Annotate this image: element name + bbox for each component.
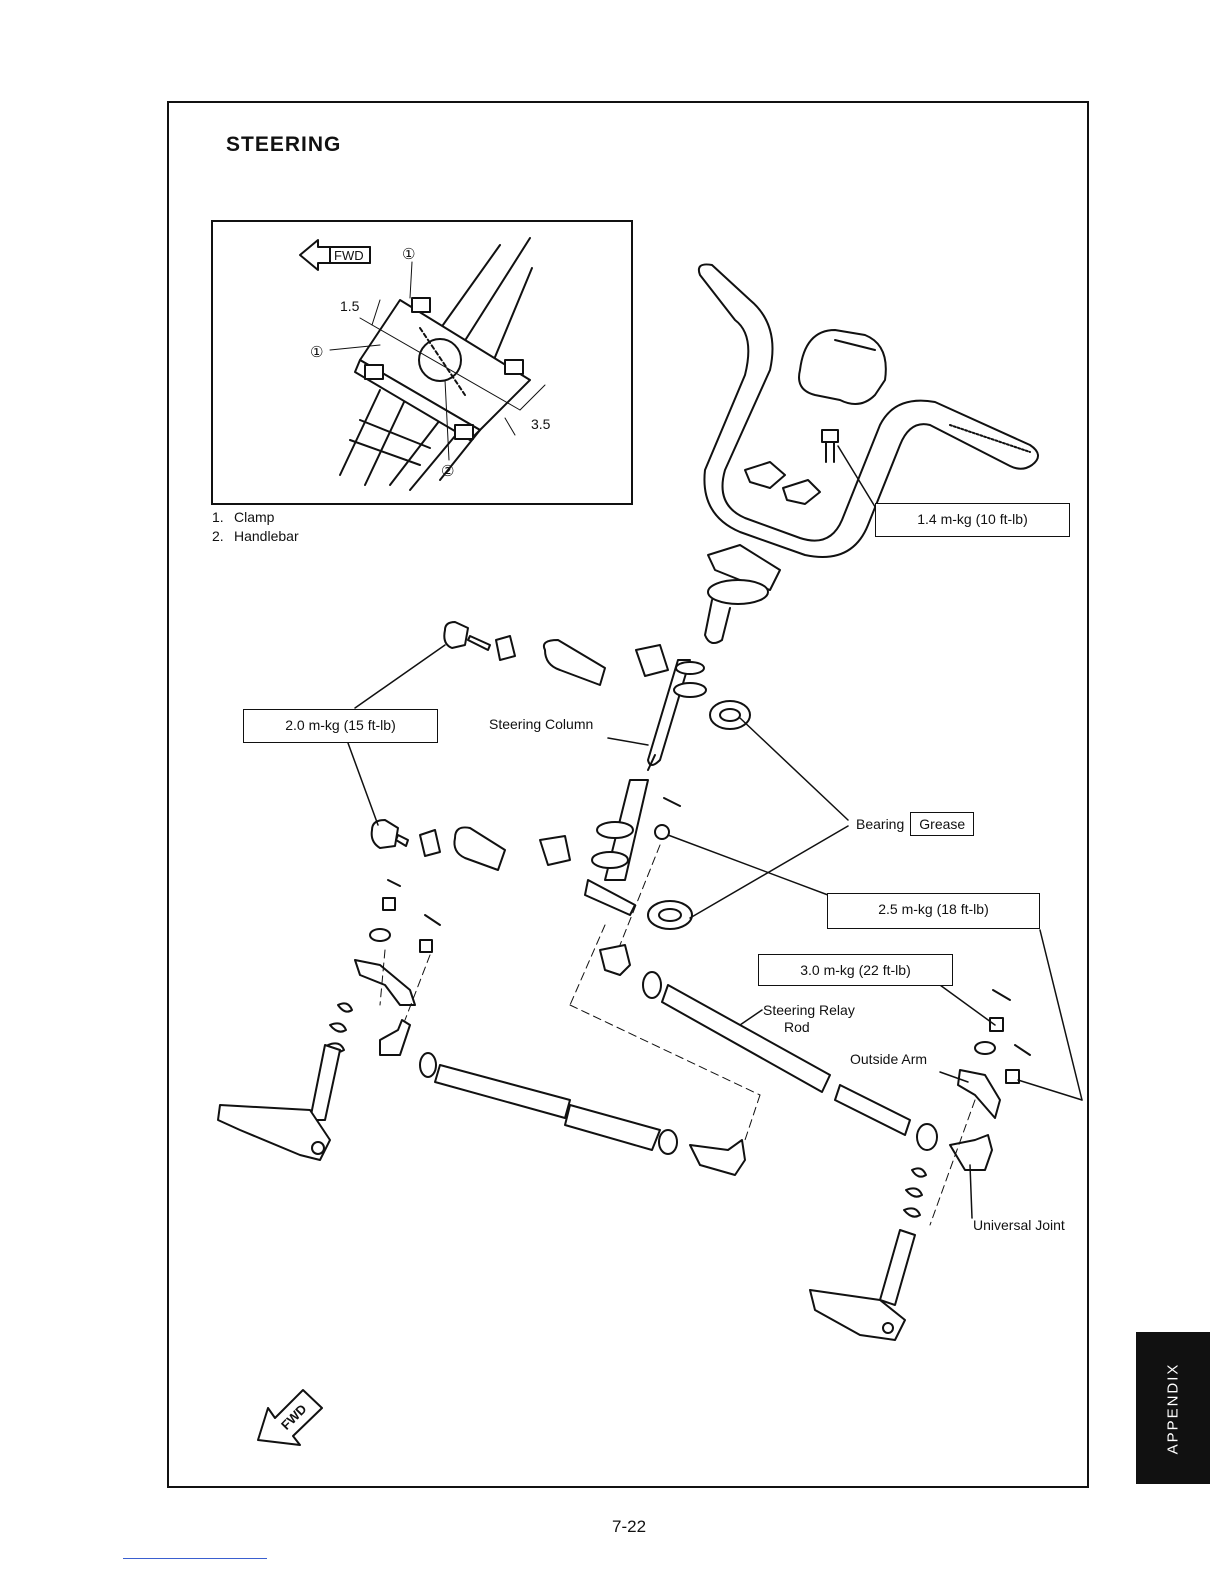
inset-leader-1a	[410, 262, 412, 298]
inset-fwd-text: FWD	[334, 248, 364, 263]
left-small-parts	[370, 880, 440, 952]
label-steering-relay-rod-line2: Rod	[784, 1019, 810, 1035]
label-steering-relay-rod: Steering Relay	[763, 1002, 855, 1018]
leader-relay-rod	[740, 1010, 762, 1025]
label-universal-joint: Universal Joint	[973, 1217, 1065, 1233]
leader-holder-bottom	[348, 743, 378, 825]
handlebar-lower-clamps	[745, 462, 820, 504]
bottom-rule	[123, 1558, 267, 1559]
inset-legend: 1.Clamp 2.Handlebar	[212, 508, 299, 546]
right-cotter-clips	[904, 1168, 926, 1216]
leader-bearing-lower	[690, 826, 848, 918]
handlebar-bolt	[822, 430, 838, 462]
legend-item-handlebar: 2.Handlebar	[212, 527, 299, 546]
label-outside-arm: Outside Arm	[850, 1051, 927, 1067]
bearing-lower	[648, 901, 692, 929]
leader-universal-joint	[970, 1165, 972, 1218]
outside-arm-parts	[835, 1070, 1000, 1150]
relay-rod-left-end	[600, 945, 661, 998]
torque-spec-column-nut: 2.5 m-kg (18 ft-lb)	[827, 893, 1040, 929]
steering-column-upper	[648, 660, 706, 770]
torque-spec-column-holder: 2.0 m-kg (15 ft-lb)	[243, 709, 438, 743]
page-number: 7-22	[612, 1517, 646, 1537]
upper-holder	[705, 545, 780, 643]
leader-relay-rod-torque	[940, 985, 995, 1025]
left-ball-joint	[380, 1020, 436, 1077]
cotter-pin	[664, 798, 680, 806]
tie-rod	[435, 1065, 745, 1175]
leader-steering-column	[608, 738, 648, 745]
column-holder-lower-row	[372, 820, 570, 870]
left-knuckle	[218, 1045, 340, 1160]
appendix-tab: APPENDIX	[1136, 1332, 1210, 1484]
handlebar-cover	[799, 330, 886, 404]
steering-column-lower	[585, 780, 648, 915]
left-cotter-clips	[328, 1003, 352, 1051]
leader-nut-torque-right	[1040, 930, 1082, 1100]
label-steering-column: Steering Column	[489, 716, 593, 732]
appendix-tab-label: APPENDIX	[1165, 1362, 1182, 1454]
inset-dim-top: 1.5	[340, 298, 360, 314]
leader-column-nut	[668, 835, 828, 895]
right-small-parts	[975, 990, 1030, 1083]
torque-spec-relay-rod: 3.0 m-kg (22 ft-lb)	[758, 954, 953, 986]
inset-callout-1b: ①	[310, 343, 323, 361]
leader-nut-torque-right-b	[1018, 1080, 1082, 1100]
right-knuckle	[810, 1230, 915, 1340]
bearing-upper	[710, 701, 750, 729]
inset-callout-1a: ①	[402, 245, 415, 263]
leader-bearing-upper	[740, 718, 848, 820]
grease-badge: Grease	[910, 812, 974, 836]
column-holder-upper-row	[444, 622, 668, 685]
torque-spec-handlebar-clamp: 1.4 m-kg (10 ft-lb)	[875, 503, 1070, 537]
inset-clamp	[355, 298, 530, 440]
leader-holder-top	[355, 645, 445, 708]
column-nut	[655, 825, 669, 839]
inset-callout-2: ②	[441, 462, 454, 480]
inset-dim-right: 3.5	[531, 416, 551, 432]
legend-item-clamp: 1.Clamp	[212, 508, 299, 527]
left-pitman-arm	[355, 960, 415, 1005]
